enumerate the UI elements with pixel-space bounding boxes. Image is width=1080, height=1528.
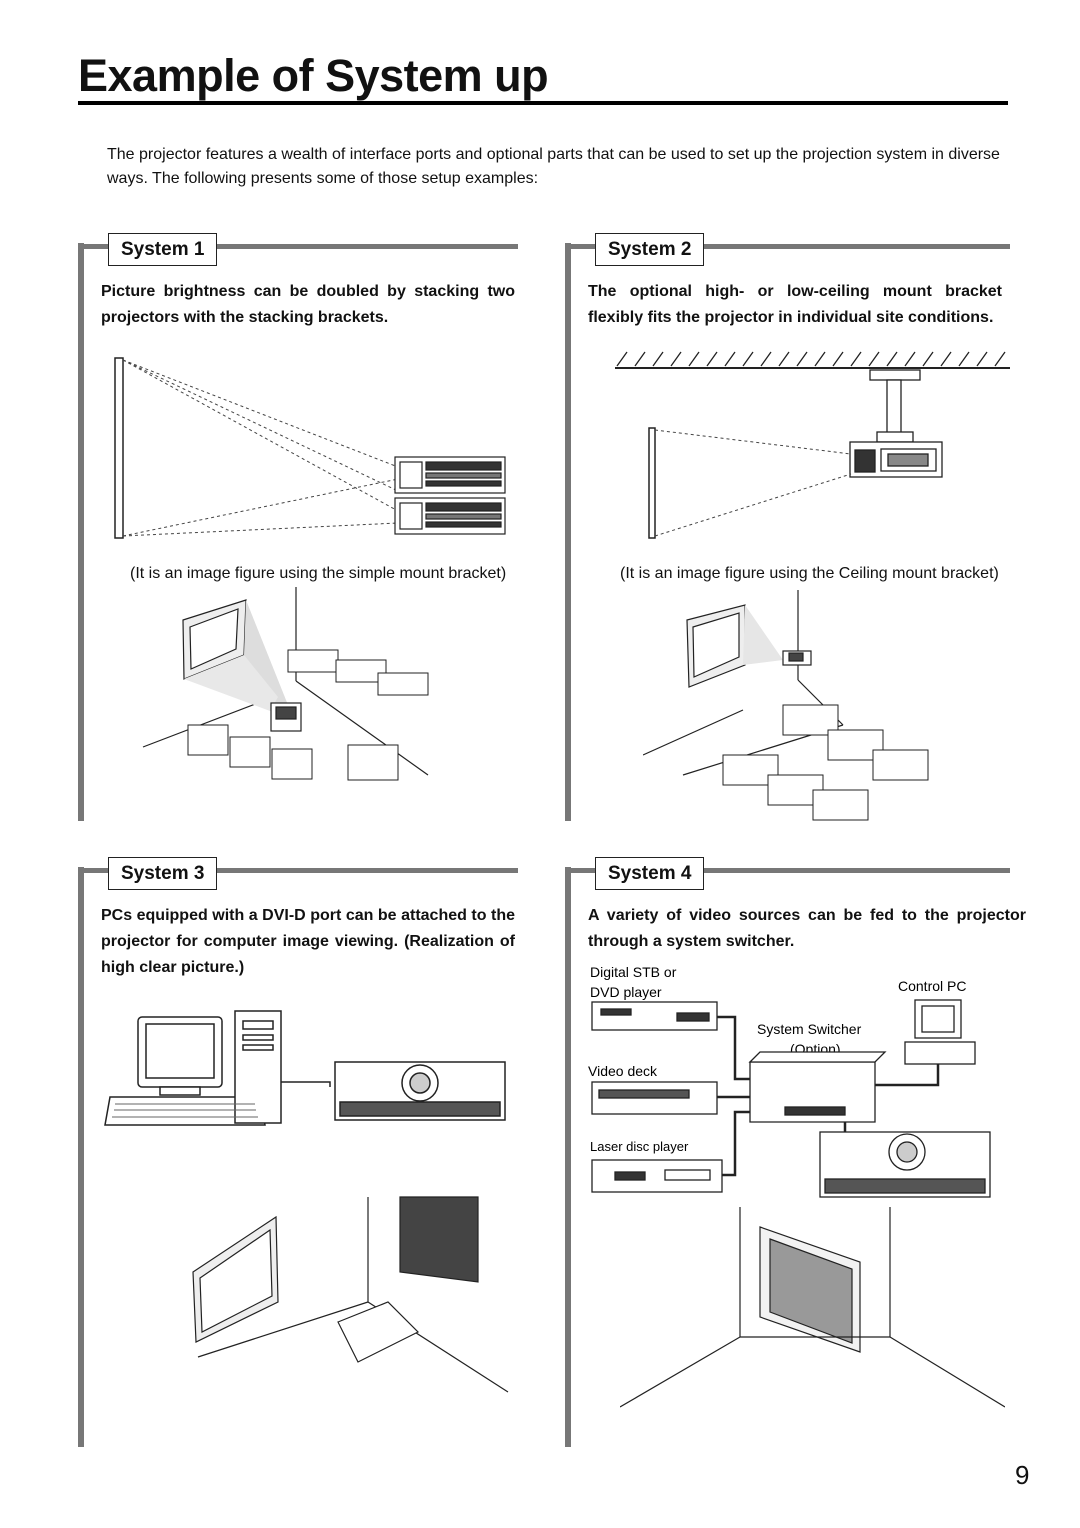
panel-frame-left xyxy=(565,867,571,1447)
system-2-description: The optional high- or low-ceiling mount … xyxy=(588,283,1002,326)
system-2-panel: System 2 The optional high- or low-ceili… xyxy=(565,233,1010,821)
system-switcher-diagram: Digital STB or DVD player Control PC Sys… xyxy=(588,964,991,1198)
system-switcher-icon xyxy=(748,1051,887,1123)
desktop-pc-icon xyxy=(104,1010,282,1126)
panel-frame-left xyxy=(565,243,571,821)
meeting-room-illustration xyxy=(192,1196,509,1393)
intro-text: The projector features a wealth of inter… xyxy=(107,146,1000,187)
system-3-label: System 3 xyxy=(108,857,218,890)
page-number: 9 xyxy=(1015,1460,1030,1490)
control-pc-label: Control PC xyxy=(898,978,966,994)
system-3-panel: System 3 PCs equipped with a DVI-D port … xyxy=(78,857,518,1447)
laser-disc-player-icon xyxy=(591,1159,723,1193)
system-4-description: A variety of video sources can be fed to… xyxy=(588,907,1026,950)
panel-frame-left xyxy=(78,243,84,821)
system-2-caption: (It is an image figure using the Ceiling… xyxy=(620,565,999,582)
system-1-caption: (It is an image figure using the simple … xyxy=(130,565,507,582)
projector-icon xyxy=(819,1131,991,1198)
panel-frame-top xyxy=(565,868,1010,873)
laser-disc-label: Laser disc player xyxy=(590,1139,689,1154)
classroom-illustration-2 xyxy=(643,590,929,821)
stacked-projectors-diagram xyxy=(114,357,506,539)
panel-frame-top xyxy=(565,244,1010,249)
video-deck-label: Video deck xyxy=(588,1063,658,1079)
panel-frame-left xyxy=(78,867,84,1447)
ceiling-bracket-icon xyxy=(869,369,921,443)
dvi-projector-icon xyxy=(334,1061,506,1121)
dvd-player-icon xyxy=(591,1001,718,1031)
pc-to-projector-diagram xyxy=(104,1010,506,1126)
ceiling-projector-icon xyxy=(849,441,943,478)
panel-frame-top xyxy=(78,868,518,873)
upper-projector-icon xyxy=(394,456,506,494)
exhibition-hall-illustration xyxy=(620,1207,1005,1408)
video-deck-icon xyxy=(591,1081,718,1115)
lower-projector-icon xyxy=(394,497,506,535)
ceiling-mount-diagram xyxy=(615,351,1010,539)
system-4-panel: System 4 A variety of video sources can … xyxy=(565,857,1026,1447)
system-1-description: Picture brightness can be doubled by sta… xyxy=(101,283,515,326)
system-1-panel: System 1 Picture brightness can be doubl… xyxy=(78,233,518,821)
classroom-illustration-1 xyxy=(142,587,429,781)
system-3-description: PCs equipped with a DVI-D port can be at… xyxy=(101,907,515,976)
switcher-label-line1: System Switcher xyxy=(757,1021,862,1037)
system-1-label: System 1 xyxy=(108,233,218,266)
title-rule xyxy=(78,101,1008,105)
stb-label-line2: DVD player xyxy=(590,984,662,1000)
control-pc-icon xyxy=(904,999,976,1065)
page-title: Example of System up xyxy=(78,50,549,101)
system-4-label: System 4 xyxy=(595,857,705,890)
stb-label-line1: Digital STB or xyxy=(590,964,677,980)
connection-cables xyxy=(717,1015,940,1177)
system-2-label: System 2 xyxy=(595,233,705,266)
panel-frame-top xyxy=(78,244,518,249)
